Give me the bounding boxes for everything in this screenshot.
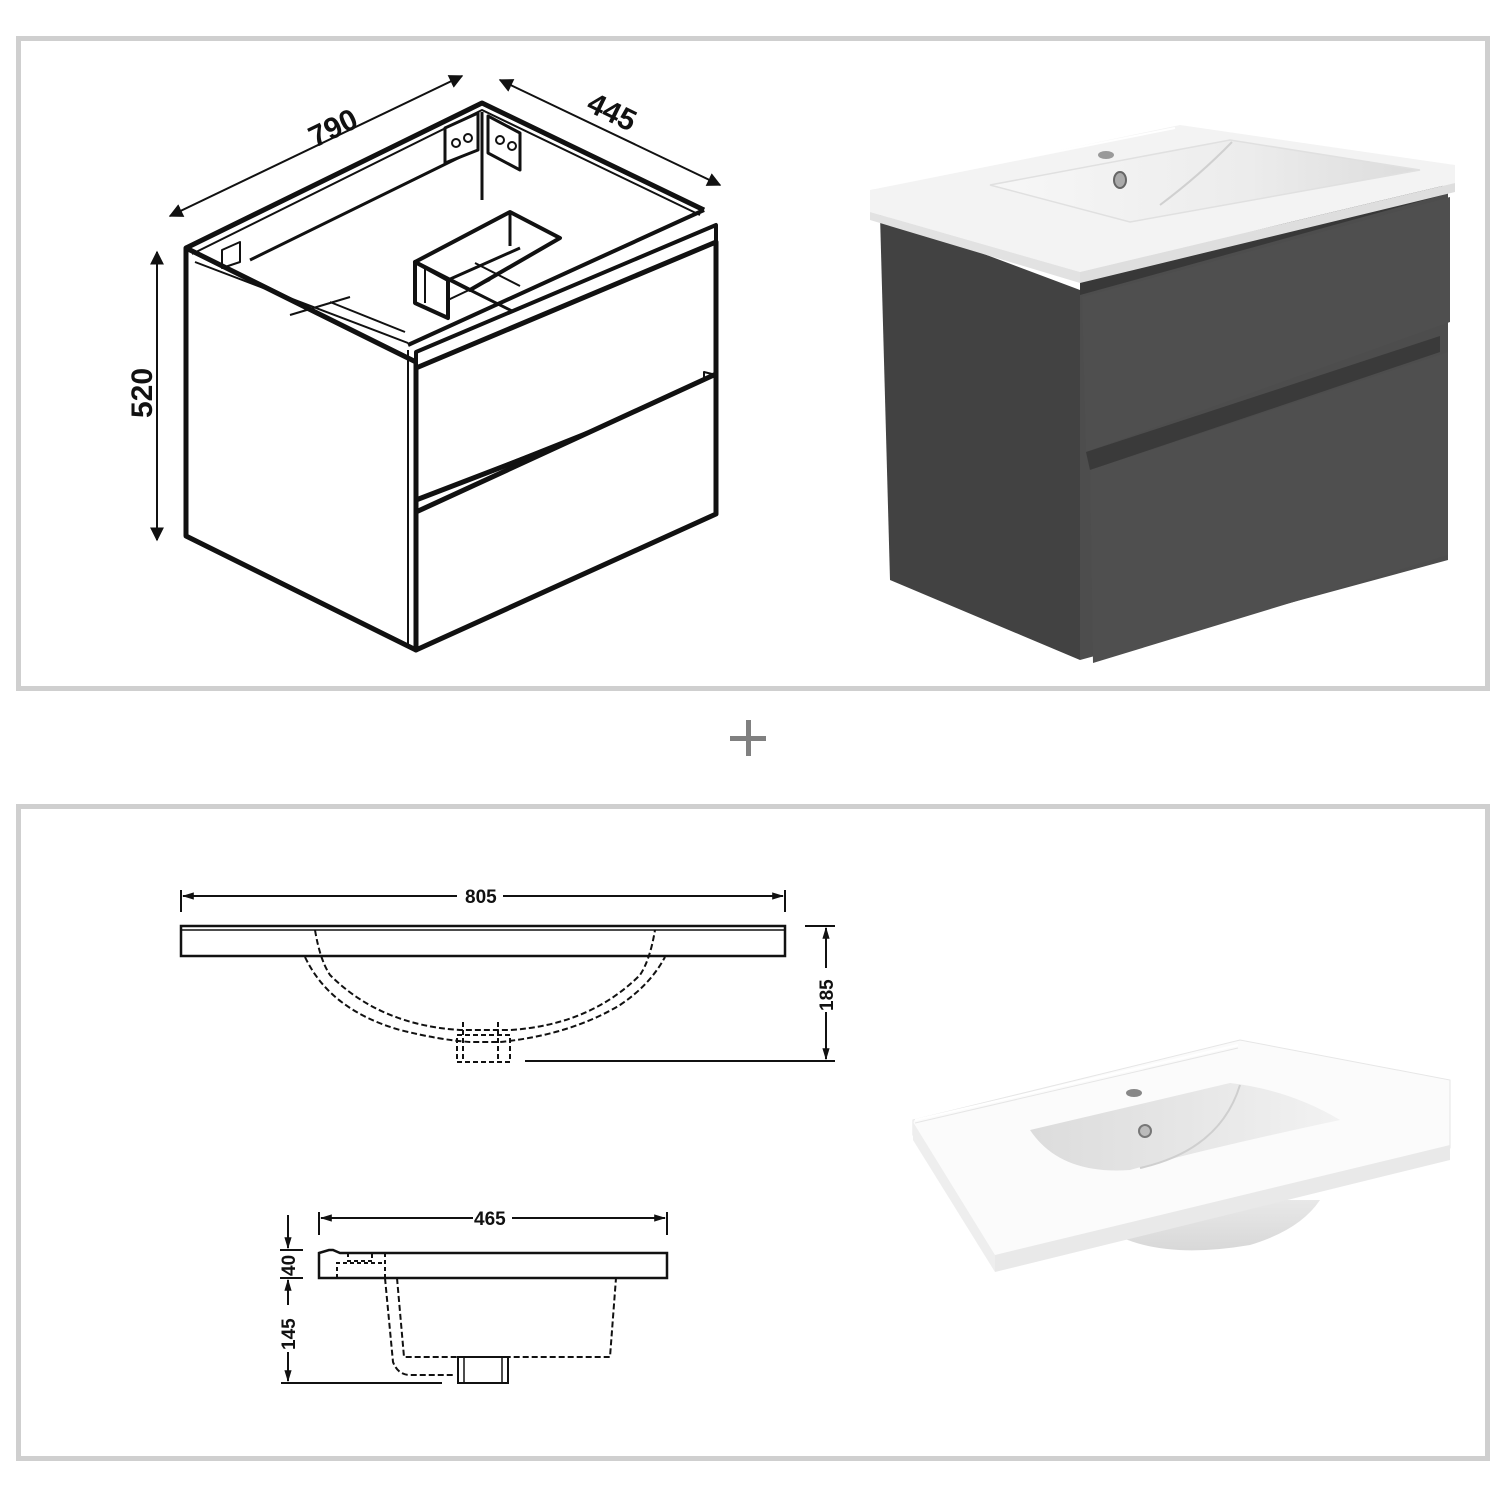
basin-side-view-drawing: 465 40 145: [279, 1209, 669, 1384]
cabinet-line-drawing: 790 445 520: [126, 75, 722, 653]
basin-height-label: 185: [817, 979, 838, 1011]
drawer-1: [1082, 197, 1450, 452]
plus-icon: [728, 718, 768, 758]
overflow-drain: [1138, 1124, 1152, 1138]
drawer-2: [1090, 352, 1448, 663]
top-thickness-label: 40: [279, 1255, 300, 1276]
cabinet-render: [870, 125, 1455, 663]
tap-hole: [1098, 151, 1114, 159]
overflow-drain: [1113, 171, 1127, 189]
basin-width-label: 805: [465, 887, 497, 908]
bowl-depth-label: 145: [279, 1318, 300, 1350]
height-dimension-label: 520: [126, 368, 159, 418]
tap-hole: [1126, 1089, 1142, 1097]
basin-front-view-drawing: 805 185: [179, 887, 838, 1063]
basin-depth-label: 465: [474, 1209, 506, 1230]
basin-render: [912, 1039, 1451, 1272]
